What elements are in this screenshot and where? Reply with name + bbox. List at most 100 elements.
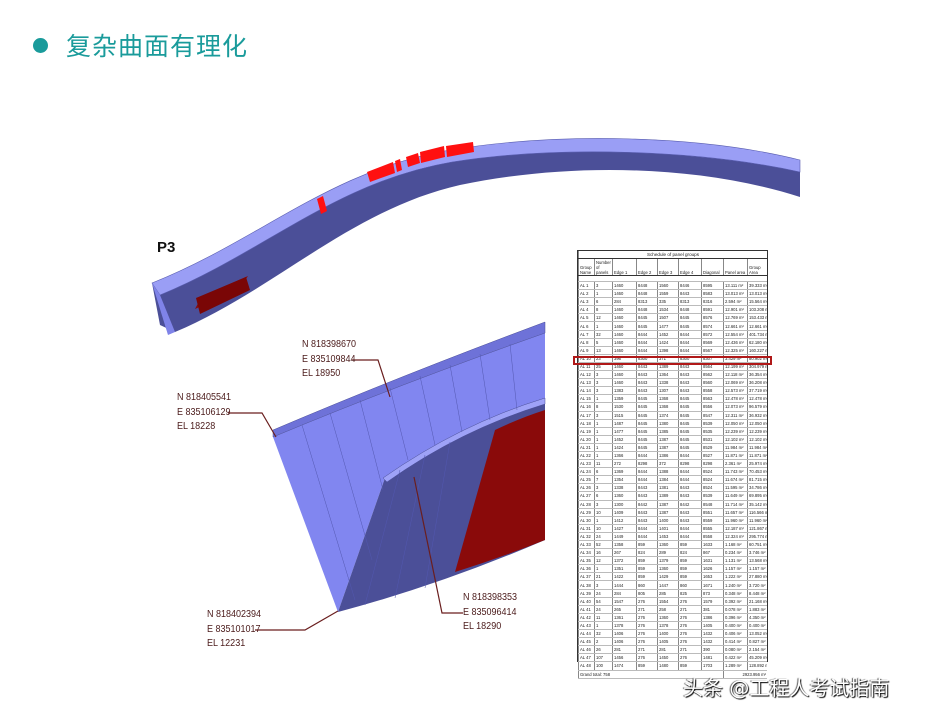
table-cell: 8300	[678, 354, 702, 363]
table-cell: AL 31	[578, 524, 595, 533]
table-cell: 1406	[612, 629, 637, 639]
table-cell: AL 45	[578, 637, 595, 647]
table-cell: 8445	[636, 313, 658, 323]
table-cell: AL 26	[578, 483, 595, 493]
table-cell: 1653	[701, 572, 724, 582]
table-cell: 6	[594, 297, 613, 307]
table-cell: 1480	[657, 661, 679, 671]
table-cell: 8527	[701, 451, 724, 461]
table-cell: 1534	[657, 305, 679, 315]
table-cell: 21.168 m²	[747, 597, 767, 606]
blank-row	[578, 275, 767, 282]
table-cell: 8531	[701, 435, 724, 444]
table-cell: 6	[594, 467, 613, 477]
table-cell: 24	[594, 532, 613, 542]
table-cell: 401.734 m²	[747, 330, 767, 339]
table-cell: 8445	[678, 402, 702, 412]
table-cell: 8558	[701, 532, 724, 542]
callout-elevation: EL 18228	[177, 421, 216, 432]
table-cell: 3	[594, 378, 613, 388]
table-cell: 12.050 m²	[723, 419, 748, 428]
table-cell: 0.400 m²	[747, 621, 767, 631]
table-cell: 859	[636, 540, 658, 550]
table-cell: 1368	[657, 394, 679, 404]
table-cell: 1432	[701, 637, 724, 647]
table-cell: 8443	[636, 508, 658, 517]
table-cell: 1406	[612, 637, 637, 647]
table-cell: AL 3	[578, 297, 595, 307]
table-cell: 1424	[612, 443, 637, 452]
table-cell: 824	[678, 548, 702, 558]
table-cell: AL 7	[578, 330, 595, 339]
table-cell: 8576	[701, 313, 724, 323]
table-cell: 24	[594, 605, 613, 614]
table-cell: 390	[701, 645, 724, 655]
callout-easting: E 835096414	[463, 606, 517, 618]
table-cell: 8444	[678, 524, 702, 533]
table-cell: 2.154 m²	[747, 645, 767, 655]
table-cell: 8443	[636, 362, 658, 372]
table-cell: AL 16	[578, 402, 595, 412]
table-cell: 12.239 m²	[723, 427, 748, 436]
table-cell: 271	[636, 645, 658, 655]
table-cell: 276	[636, 613, 658, 622]
table-cell: 8300	[636, 354, 658, 363]
table-cell: 258	[657, 605, 679, 614]
table-cell: 8313	[678, 297, 702, 307]
table-cell: 8564	[701, 362, 724, 372]
table-cell: 1.157 m²	[747, 564, 767, 574]
table-cell: 107	[594, 653, 613, 663]
arch-red-panel	[395, 159, 402, 172]
table-cell: 8442	[636, 500, 658, 509]
table-cell: 11.984 m²	[723, 443, 748, 452]
table-cell: AL 2	[578, 289, 595, 299]
table-cell: 859	[678, 661, 702, 671]
table-cell: 1405	[657, 637, 679, 647]
table-cell: 1389	[657, 491, 679, 501]
table-cell: 13	[594, 346, 613, 355]
table-cell: 1422	[612, 572, 637, 582]
table-cell: 0.422 m²	[723, 653, 748, 663]
table-cell: 0.414 m²	[723, 637, 748, 647]
table-cell: 1447	[657, 580, 679, 590]
table-cell: 824	[636, 548, 658, 558]
table-cell: 8448	[636, 281, 658, 291]
table-cell: 12.436 m²	[723, 338, 748, 347]
table-cell: 276	[678, 637, 702, 647]
table-cell: 10	[594, 508, 613, 517]
table-cell: 284	[612, 297, 637, 307]
table-cell: 103.208 m²	[747, 305, 767, 315]
table-cell: AL 13	[578, 378, 595, 388]
table-cell: 396	[612, 354, 637, 363]
table-cell: 1460	[612, 346, 637, 355]
table-cell: 8446	[678, 281, 702, 291]
table-cell: 116.566 m²	[747, 508, 767, 517]
table-cell: 8560	[701, 378, 724, 388]
callout-top: N 818398670 E 835109844 EL 18950	[302, 338, 356, 382]
table-cell: 0.234 m²	[723, 548, 748, 558]
table-cell: 8445	[636, 443, 658, 452]
table-cell: 3.746 m²	[747, 548, 767, 558]
arch-red-panel	[420, 146, 445, 163]
table-cell: AL 5	[578, 313, 595, 323]
table-cell: 26	[594, 645, 613, 655]
callout-easting: E 835101017	[207, 623, 261, 635]
table-cell: 8445	[636, 411, 658, 420]
table-cell: 52	[594, 540, 613, 550]
table-cell: 34.786 m²	[747, 483, 767, 493]
table-cell: 8445	[636, 435, 658, 444]
table-cell: 8444	[636, 475, 658, 485]
table-cell: AL 39	[578, 589, 595, 598]
table-cell: 15.564 m²	[747, 297, 767, 307]
table-cell: 12.102 m²	[747, 435, 767, 444]
table-cell: 1360	[657, 564, 679, 574]
table-cell: 3	[594, 580, 613, 590]
